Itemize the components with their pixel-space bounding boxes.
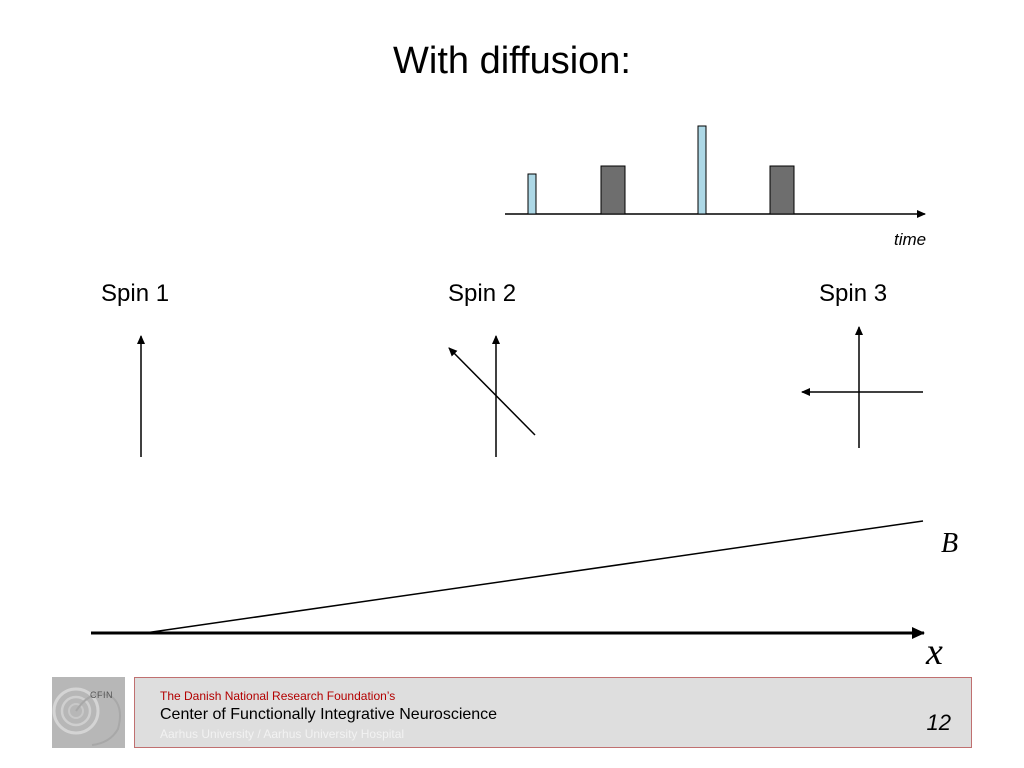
foundation-text: The Danish National Research Foundation’… [160,689,396,703]
gradient-pulse-1 [600,165,626,215]
spin-3-label: Spin 3 [819,280,888,307]
spiral-icon [52,687,121,746]
footer-bar: The Danish National Research Foundation’… [134,677,972,748]
field-gradient-line [144,520,924,634]
page-number: 12 [926,710,951,735]
slide-title: With diffusion: [393,40,631,82]
gradient-pulse-2 [769,165,795,215]
spin-1-label: Spin 1 [101,280,170,307]
position-label: x [926,631,943,673]
field-label: B [941,528,959,559]
time-axis-label: time [894,230,927,249]
center-name: Center of Functionally Integrative Neuro… [160,706,498,723]
rf-pulse-90 [527,173,537,215]
rf-pulse-180 [697,125,707,215]
cfin-logo: CFIN [52,677,125,748]
university-text: Aarhus University / Aarhus University Ho… [160,727,405,741]
spin-2-label: Spin 2 [448,280,517,307]
logo-text: CFIN [90,690,113,700]
spin-2-arrow [448,347,536,436]
